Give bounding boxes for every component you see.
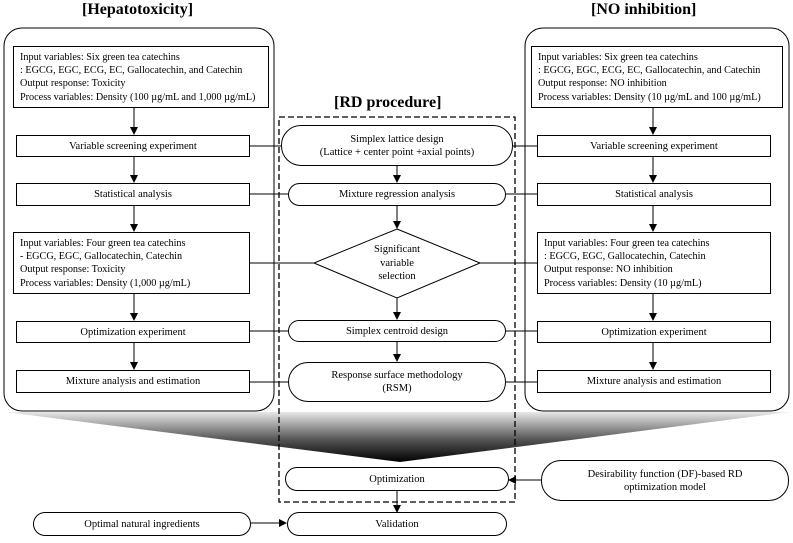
left-mixture-analysis-box: Mixture analysis and estimation bbox=[16, 370, 250, 393]
left-optimization-experiment-box: Optimization experiment bbox=[16, 321, 250, 343]
hepatotoxicity-panel bbox=[3, 27, 275, 412]
diamond-line: variable bbox=[380, 257, 414, 269]
left-input1-line: Output response: Toxicity bbox=[20, 78, 126, 90]
funnel-shape bbox=[5, 412, 789, 462]
simplex-lattice-title: Simplex lattice design bbox=[350, 133, 444, 145]
diamond-line: Significant bbox=[373, 244, 421, 255]
simplex-lattice-subtitle: (Lattice + center point +axial points) bbox=[319, 146, 475, 158]
left-input1-line: Process variables: Density (100 µg/mL an… bbox=[20, 91, 256, 103]
left-input2-line: Output response: Toxicity bbox=[20, 264, 126, 276]
right-input2-line: : EGCG, EGC, Gallocatechin, Catechin bbox=[544, 251, 706, 263]
hepatotoxicity-header: [Hepatotoxicity] bbox=[82, 1, 194, 18]
rsm-abbrev: (RSM) bbox=[382, 383, 412, 394]
right-optimization-experiment-box: Optimization experiment bbox=[537, 321, 771, 343]
left-input-variables-2-box: Input variables: Four green tea catechin… bbox=[13, 232, 250, 294]
simplex-centroid-design-box: Simplex centroid design bbox=[288, 320, 506, 342]
right-input1-line: Input variables: Six green tea catechins bbox=[538, 52, 698, 63]
simplex-lattice-design-box: Simplex lattice design (Lattice + center… bbox=[281, 125, 513, 166]
right-input-variables-2-box: Input variables: Four green tea catechin… bbox=[537, 232, 771, 294]
desirability-line: Desirability function (DF)-based RD bbox=[587, 468, 743, 480]
right-input2-line: Process variables: Density (10 µg/mL) bbox=[544, 277, 702, 289]
right-variable-screening-box: Variable screening experiment bbox=[537, 135, 771, 157]
rsm-box: Response surface methodology (RSM) bbox=[288, 362, 506, 402]
right-input1-line: Output response: NO inhibition bbox=[538, 78, 667, 90]
right-input2-line: Input variables: Four green tea catechin… bbox=[544, 238, 710, 249]
left-input-variables-box: Input variables: Six green tea catechins… bbox=[13, 46, 269, 108]
rsm-title: Response surface methodology bbox=[331, 370, 463, 381]
left-statistical-analysis-box: Statistical analysis bbox=[16, 183, 250, 206]
left-input2-line: - EGCG, EGC, Gallocatechin, Catechin bbox=[20, 251, 183, 263]
validation-box: Validation bbox=[287, 512, 507, 536]
diamond-line: selection bbox=[378, 271, 416, 282]
mixture-regression-analysis-box: Mixture regression analysis bbox=[288, 183, 506, 206]
right-input-variables-box: Input variables: Six green tea catechins… bbox=[531, 46, 783, 108]
no-inhibition-panel bbox=[524, 27, 790, 412]
right-input1-line: : EGCG, EGC, ECG, EC, Gallocatechin, and… bbox=[538, 65, 761, 77]
no-inhibition-header: [NO inhibition] bbox=[591, 1, 697, 18]
right-statistical-analysis-box: Statistical analysis bbox=[537, 183, 771, 206]
left-input2-line: Input variables: Four green tea catechin… bbox=[20, 238, 186, 249]
significant-variable-selection-label: Significant variable selection bbox=[334, 243, 460, 284]
right-mixture-analysis-box: Mixture analysis and estimation bbox=[537, 370, 771, 393]
left-input1-line: : EGCG, EGC, ECG, EC, Gallocatechin, and… bbox=[20, 65, 243, 77]
left-variable-screening-box: Variable screening experiment bbox=[16, 135, 250, 157]
right-input1-line: Process variables: Density (10 µg/mL and… bbox=[538, 91, 761, 103]
desirability-line: optimization model bbox=[624, 481, 706, 493]
decision-diamond-shape bbox=[312, 228, 482, 299]
right-input2-line: Output response: NO inhibition bbox=[544, 264, 673, 276]
optimization-box: Optimization bbox=[285, 467, 509, 491]
left-input1-line: Input variables: Six green tea catechins bbox=[20, 52, 180, 63]
optimal-natural-ingredients-box: Optimal natural ingredients bbox=[33, 512, 251, 536]
desirability-function-box: Desirability function (DF)-based RD opti… bbox=[541, 460, 789, 501]
left-input2-line: Process variables: Density (1,000 µg/mL) bbox=[20, 277, 191, 289]
rd-procedure-header: [RD procedure] bbox=[334, 94, 442, 111]
